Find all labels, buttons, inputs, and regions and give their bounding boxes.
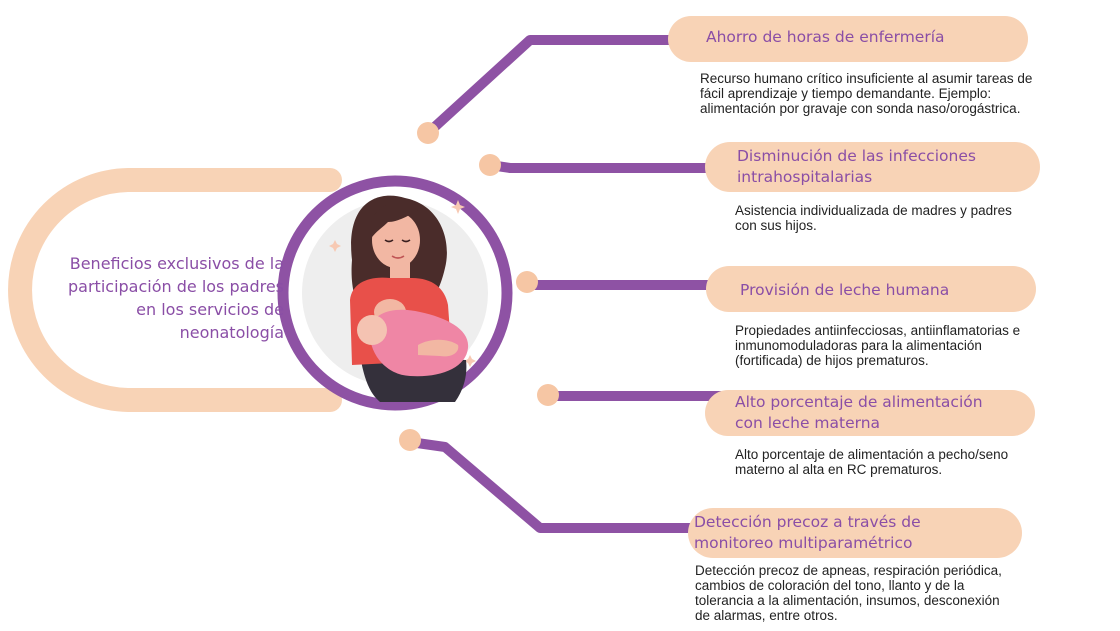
benefit-title-line: Detección precoz a través de bbox=[694, 513, 921, 531]
benefit-title-line: intrahospitalarias bbox=[737, 168, 873, 186]
description-line: Asistencia individualizada de madres y p… bbox=[735, 203, 1012, 218]
benefit-title-line: con leche materna bbox=[735, 414, 881, 432]
connector-dot-5 bbox=[399, 429, 421, 451]
benefit-title-line: Provisión de leche humana bbox=[740, 281, 950, 299]
benefit-description-5: Detección precoz de apneas, respiración … bbox=[695, 563, 1002, 623]
benefit-description-2: Asistencia individualizada de madres y p… bbox=[735, 203, 1012, 233]
description-line: tolerancia a la alimentación, insumos, d… bbox=[695, 593, 1000, 608]
description-line: Detección precoz de apneas, respiración … bbox=[695, 563, 1002, 578]
benefit-description-1: Recurso humano crítico insuficiente al a… bbox=[700, 71, 1032, 116]
benefit-title-4: Alto porcentaje de alimentación con lech… bbox=[735, 392, 983, 434]
benefit-title-line: Disminución de las infecciones bbox=[737, 147, 976, 165]
benefit-title-line: monitoreo multiparamétrico bbox=[694, 534, 913, 552]
description-line: materno al alta en RC prematuros. bbox=[735, 462, 943, 477]
description-line: fácil aprendizaje y tiempo demandante. E… bbox=[700, 86, 992, 101]
branch-line-1 bbox=[423, 35, 685, 138]
benefit-pill-4 bbox=[705, 390, 1035, 436]
benefit-pill-2 bbox=[705, 142, 1040, 192]
connector-dot-2 bbox=[479, 154, 501, 176]
benefit-pill-1 bbox=[668, 16, 1028, 62]
description-line: Propiedades antiinfecciosas, antiinflama… bbox=[735, 323, 1021, 338]
connector-dot-4 bbox=[537, 384, 559, 406]
connector-dot-3 bbox=[516, 271, 538, 293]
benefit-title-line: Ahorro de horas de enfermería bbox=[706, 28, 945, 46]
description-line: Recurso humano crítico insuficiente al a… bbox=[700, 71, 1033, 86]
center-label-line: en los servicios de bbox=[136, 300, 284, 319]
benefit-pill-5 bbox=[688, 508, 1022, 558]
benefit-description-4: Alto porcentaje de alimentación a pecho/… bbox=[735, 447, 1008, 477]
benefit-title-2: Disminución de las infecciones intrahosp… bbox=[737, 146, 976, 188]
left-peach-bracket bbox=[8, 168, 342, 412]
benefit-title-5: Detección precoz a través de monitoreo m… bbox=[694, 512, 921, 554]
benefit-description-3: Propiedades antiinfecciosas, antiinflama… bbox=[735, 323, 1020, 368]
branch-line-5 bbox=[405, 437, 725, 533]
description-line: con sus hijos. bbox=[735, 218, 817, 233]
center-label-line: Beneficios exclusivos de la bbox=[69, 254, 284, 273]
description-line: alimentación por gravaje con sonda naso/… bbox=[700, 101, 1021, 116]
center-label-line: neonatología bbox=[179, 323, 284, 342]
description-line: de alarmas, entre otros. bbox=[695, 608, 838, 623]
center-label: Beneficios exclusivos de la participació… bbox=[40, 252, 284, 344]
connector-dot-1 bbox=[417, 122, 439, 144]
description-line: inmunomoduladoras para la alimentación bbox=[735, 338, 982, 353]
description-line: (fortificada) de hijos prematuros. bbox=[735, 353, 929, 368]
center-label-line: participación de los padres bbox=[68, 277, 284, 296]
branch-line-2 bbox=[485, 160, 720, 173]
benefit-title-3: Provisión de leche humana bbox=[740, 280, 949, 301]
description-line: Alto porcentaje de alimentación a pecho/… bbox=[735, 447, 1009, 462]
benefit-title-line: Alto porcentaje de alimentación bbox=[735, 393, 983, 411]
benefit-pill-3 bbox=[706, 266, 1036, 312]
description-line: cambios de coloración del tono, llanto y… bbox=[695, 578, 965, 593]
benefit-title-1: Ahorro de horas de enfermería bbox=[706, 27, 945, 48]
breastfeeding-mother-illustration bbox=[329, 195, 476, 402]
